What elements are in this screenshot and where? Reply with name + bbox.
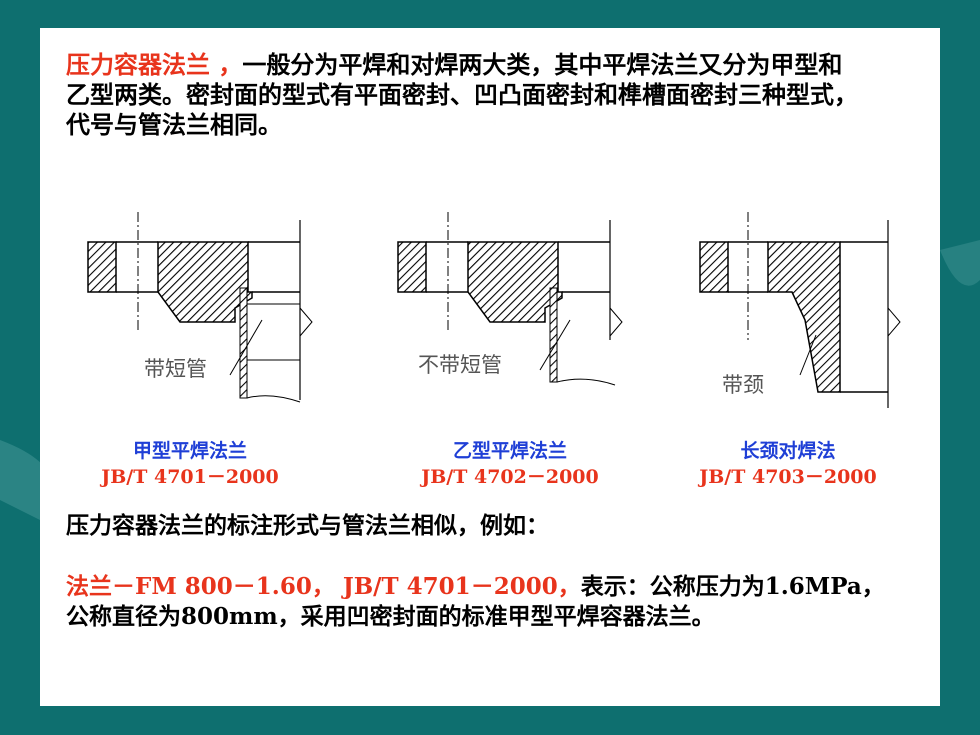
caption-long-neck-code: JB/T 4703－2000 — [699, 466, 877, 488]
example-paragraph: 法兰－FM 800－1.60， JB/T 4701－2000，表示：公称压力为1… — [66, 572, 926, 632]
caption-type-a-name: 甲型平焊法兰 — [132, 440, 247, 462]
label-without-stub: 不带短管 — [418, 353, 502, 377]
figure-type-a: 带短管 — [87, 212, 313, 403]
figure-type-b: 不带短管 — [397, 212, 623, 386]
flange-diagrams: 带短管 不带短管 带颈 — [87, 212, 901, 408]
caption-type-a: 甲型平焊法兰 JB/T 4701－2000 — [70, 438, 310, 490]
caption-long-neck: 长颈对焊法 JB/T 4703－2000 — [668, 438, 908, 490]
caption-type-b-code: JB/T 4702－2000 — [421, 466, 599, 488]
intro-highlight: 压力容器法兰 ， — [66, 50, 243, 79]
example-code: 法兰－FM 800－1.60， JB/T 4701－2000， — [66, 573, 581, 600]
example-intro: 压力容器法兰的标注形式与管法兰相似，例如： — [66, 512, 549, 539]
example-desc-b: 公称直径为800mm，采用凹密封面的标准甲型平焊容器法兰。 — [66, 603, 715, 630]
intro-text: 一般分为平焊和对焊两大类，其中平焊法兰又分为甲型和乙型两类。密封面的型式有平面密… — [66, 50, 858, 139]
label-with-stub: 带短管 — [144, 357, 207, 381]
example-desc-a: 表示：公称压力为1.6MPa， — [580, 573, 885, 600]
caption-long-neck-name: 长颈对焊法 — [740, 440, 836, 462]
caption-type-b-name: 乙型平焊法兰 — [452, 440, 567, 462]
caption-type-a-code: JB/T 4701－2000 — [101, 466, 279, 488]
caption-type-b: 乙型平焊法兰 JB/T 4702－2000 — [390, 438, 630, 490]
label-neck: 带颈 — [722, 373, 764, 397]
figure-long-neck: 带颈 — [699, 212, 901, 408]
content-panel — [40, 28, 940, 706]
intro-paragraph: 压力容器法兰 ，一般分为平焊和对焊两大类，其中平焊法兰又分为甲型和乙型两类。密封… — [66, 50, 866, 140]
